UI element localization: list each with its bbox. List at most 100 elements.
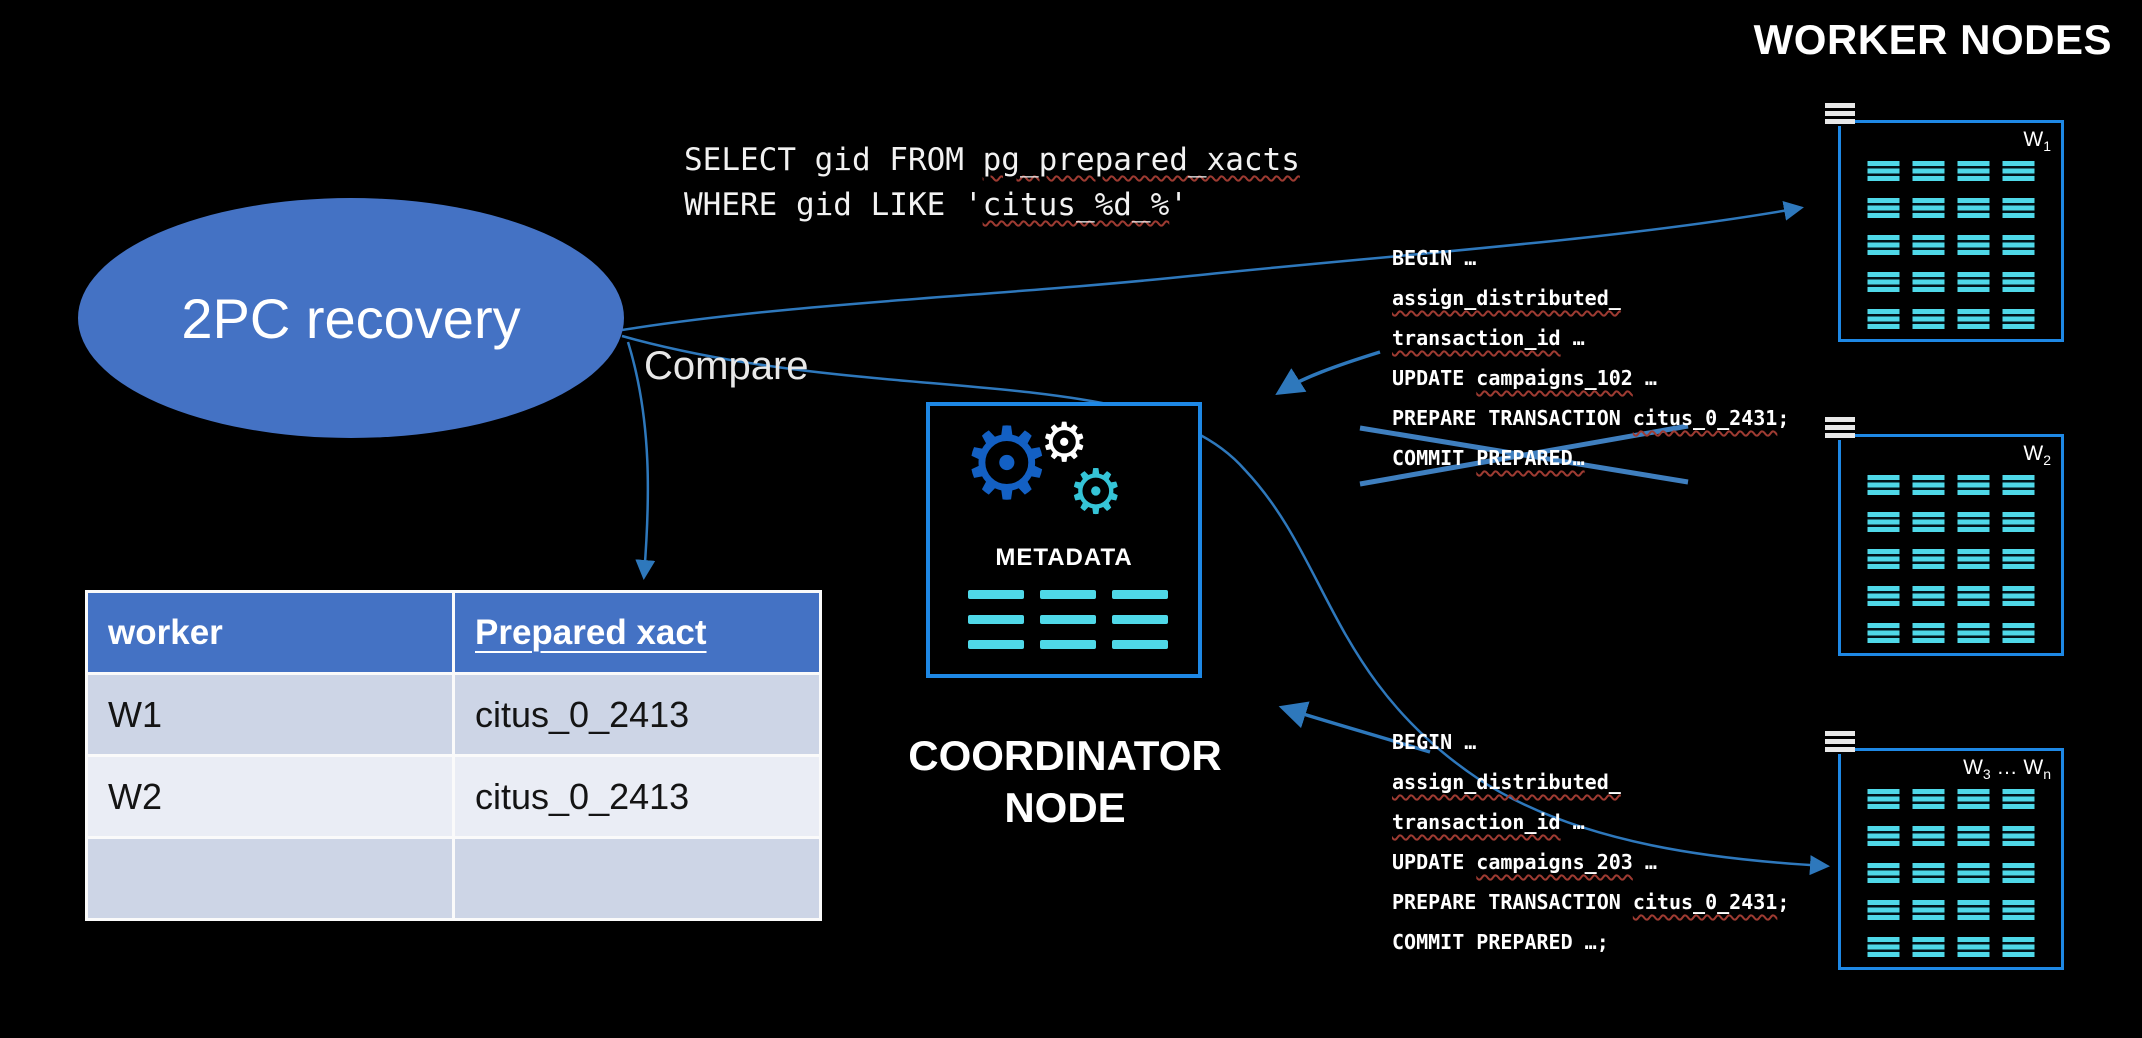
- metadata-bar: [1040, 640, 1096, 649]
- shard-icon: [1957, 586, 1990, 606]
- worker-label: W1: [2023, 128, 2051, 154]
- text-segment: COMMIT: [1392, 446, 1477, 470]
- code-line: UPDATE campaigns_102 …: [1392, 358, 1789, 398]
- shard-icon: [1912, 586, 1945, 606]
- shard-icon: [1912, 475, 1945, 495]
- code-line: BEGIN …: [1392, 238, 1789, 278]
- shard-icon: [2002, 549, 2035, 569]
- gear-icon: ⚙: [1040, 411, 1089, 474]
- gear-icon: ⚙: [1068, 455, 1124, 528]
- shard-icon: [2002, 475, 2035, 495]
- shard-icon: [1867, 826, 1900, 846]
- worker-label: W3 … Wn: [1963, 756, 2051, 782]
- shard-icon: [1867, 937, 1900, 957]
- text-segment: WHERE gid LIKE ': [684, 187, 983, 223]
- shard-icon: [1957, 623, 1990, 643]
- code-line: UPDATE campaigns_203 …: [1392, 842, 1789, 882]
- metadata-bar: [1112, 640, 1168, 649]
- coordinator-box: ⚙ ⚙ ⚙ METADATA: [926, 402, 1202, 678]
- shard-icon: [2002, 198, 2035, 218]
- metadata-bar: [968, 640, 1024, 649]
- shard-icon: [1867, 789, 1900, 809]
- shard-icon: [1912, 937, 1945, 957]
- shard-icon: [1867, 586, 1900, 606]
- shard-icon: [1957, 309, 1990, 329]
- text-segment: …: [1632, 366, 1657, 390]
- shard-icon: [1867, 309, 1900, 329]
- metadata-bar: [968, 615, 1024, 624]
- shard-icon: [1912, 309, 1945, 329]
- text-segment: UPDATE: [1392, 850, 1477, 874]
- table-cell: W1: [85, 672, 455, 757]
- shard-grid: [1867, 789, 2035, 957]
- table-header-text: worker: [108, 612, 223, 652]
- shard-icon: [1867, 272, 1900, 292]
- code-line: assign_distributed_: [1392, 278, 1789, 318]
- text-segment: … W: [1990, 756, 2044, 779]
- shard-icon: [2002, 789, 2035, 809]
- worker-node-box: W2: [1825, 417, 2064, 656]
- transaction-block-1: BEGIN … assign_distributed_transaction_id…: [1392, 238, 1789, 478]
- shard-icon: [1957, 549, 1990, 569]
- shard-icon: [1957, 475, 1990, 495]
- metadata-label: METADATA: [995, 544, 1133, 571]
- 2pc-recovery-ellipse: 2PC recovery: [78, 198, 624, 438]
- code-line: BEGIN …: [1392, 722, 1789, 762]
- sql-line-1: SELECT gid FROM pg_prepared_xacts: [684, 138, 1300, 183]
- compare-label: Compare: [644, 344, 809, 388]
- text-segment: BEGIN …: [1392, 246, 1477, 270]
- shard-icon: [1912, 272, 1945, 292]
- text-segment: SELECT gid FROM: [684, 142, 983, 178]
- code-line: PREPARE TRANSACTION citus_0_2431;: [1392, 882, 1789, 922]
- text-segment: W: [2023, 442, 2044, 465]
- shard-icon: [2002, 512, 2035, 532]
- code-line: assign_distributed_: [1392, 762, 1789, 802]
- shard-icon: [1912, 198, 1945, 218]
- table-cell: citus_0_2413: [452, 672, 822, 757]
- text-segment: citus_%d_%: [982, 187, 1170, 223]
- text-segment: COMMIT PREPARED …;: [1392, 930, 1609, 954]
- worker-node-box: W3 … Wn: [1825, 731, 2064, 970]
- shard-icon: [1912, 549, 1945, 569]
- shard-icon: [1867, 900, 1900, 920]
- coordinator-label-line2: NODE: [1004, 784, 1126, 831]
- shard-icon: [1867, 198, 1900, 218]
- server-stack-icon: [1825, 417, 1855, 440]
- worker-label: W2: [2023, 442, 2051, 468]
- metadata-bar: [1040, 615, 1096, 624]
- shard-icon: [2002, 272, 2035, 292]
- coordinator-label-line1: COORDINATOR: [908, 732, 1222, 779]
- shard-icon: [1957, 235, 1990, 255]
- shard-icon: [1957, 161, 1990, 181]
- shard-icon: [1912, 623, 1945, 643]
- text-segment: campaigns_102: [1476, 366, 1633, 390]
- metadata-list-icon: [968, 590, 1168, 649]
- shard-icon: [1957, 512, 1990, 532]
- text-segment: PREPARE TRANSACTION: [1392, 406, 1633, 430]
- text-segment: citus_0_2431: [1632, 890, 1778, 914]
- table-cell: [85, 836, 455, 921]
- gear-icon: ⚙: [962, 405, 1052, 522]
- table-row: [85, 836, 822, 921]
- transaction-block-2: BEGIN …assign_distributed_transaction_id…: [1392, 722, 1789, 962]
- shard-icon: [1867, 623, 1900, 643]
- text-segment: ': [1169, 187, 1188, 223]
- shard-icon: [1957, 789, 1990, 809]
- shard-icon: [1867, 475, 1900, 495]
- shard-icon: [2002, 161, 2035, 181]
- shard-icon: [1867, 549, 1900, 569]
- text-segment: …: [1560, 326, 1585, 350]
- text-segment: UPDATE: [1392, 366, 1477, 390]
- shard-icon: [2002, 623, 2035, 643]
- worker-node-box: W1: [1825, 103, 2064, 342]
- text-segment: …: [1560, 810, 1585, 834]
- text-segment: PREPARED…: [1476, 446, 1585, 470]
- sql-line-2: WHERE gid LIKE 'citus_%d_%': [684, 183, 1300, 228]
- code-line: transaction_id …: [1392, 318, 1789, 358]
- metadata-bar: [1112, 615, 1168, 624]
- metadata-bar: [968, 590, 1024, 599]
